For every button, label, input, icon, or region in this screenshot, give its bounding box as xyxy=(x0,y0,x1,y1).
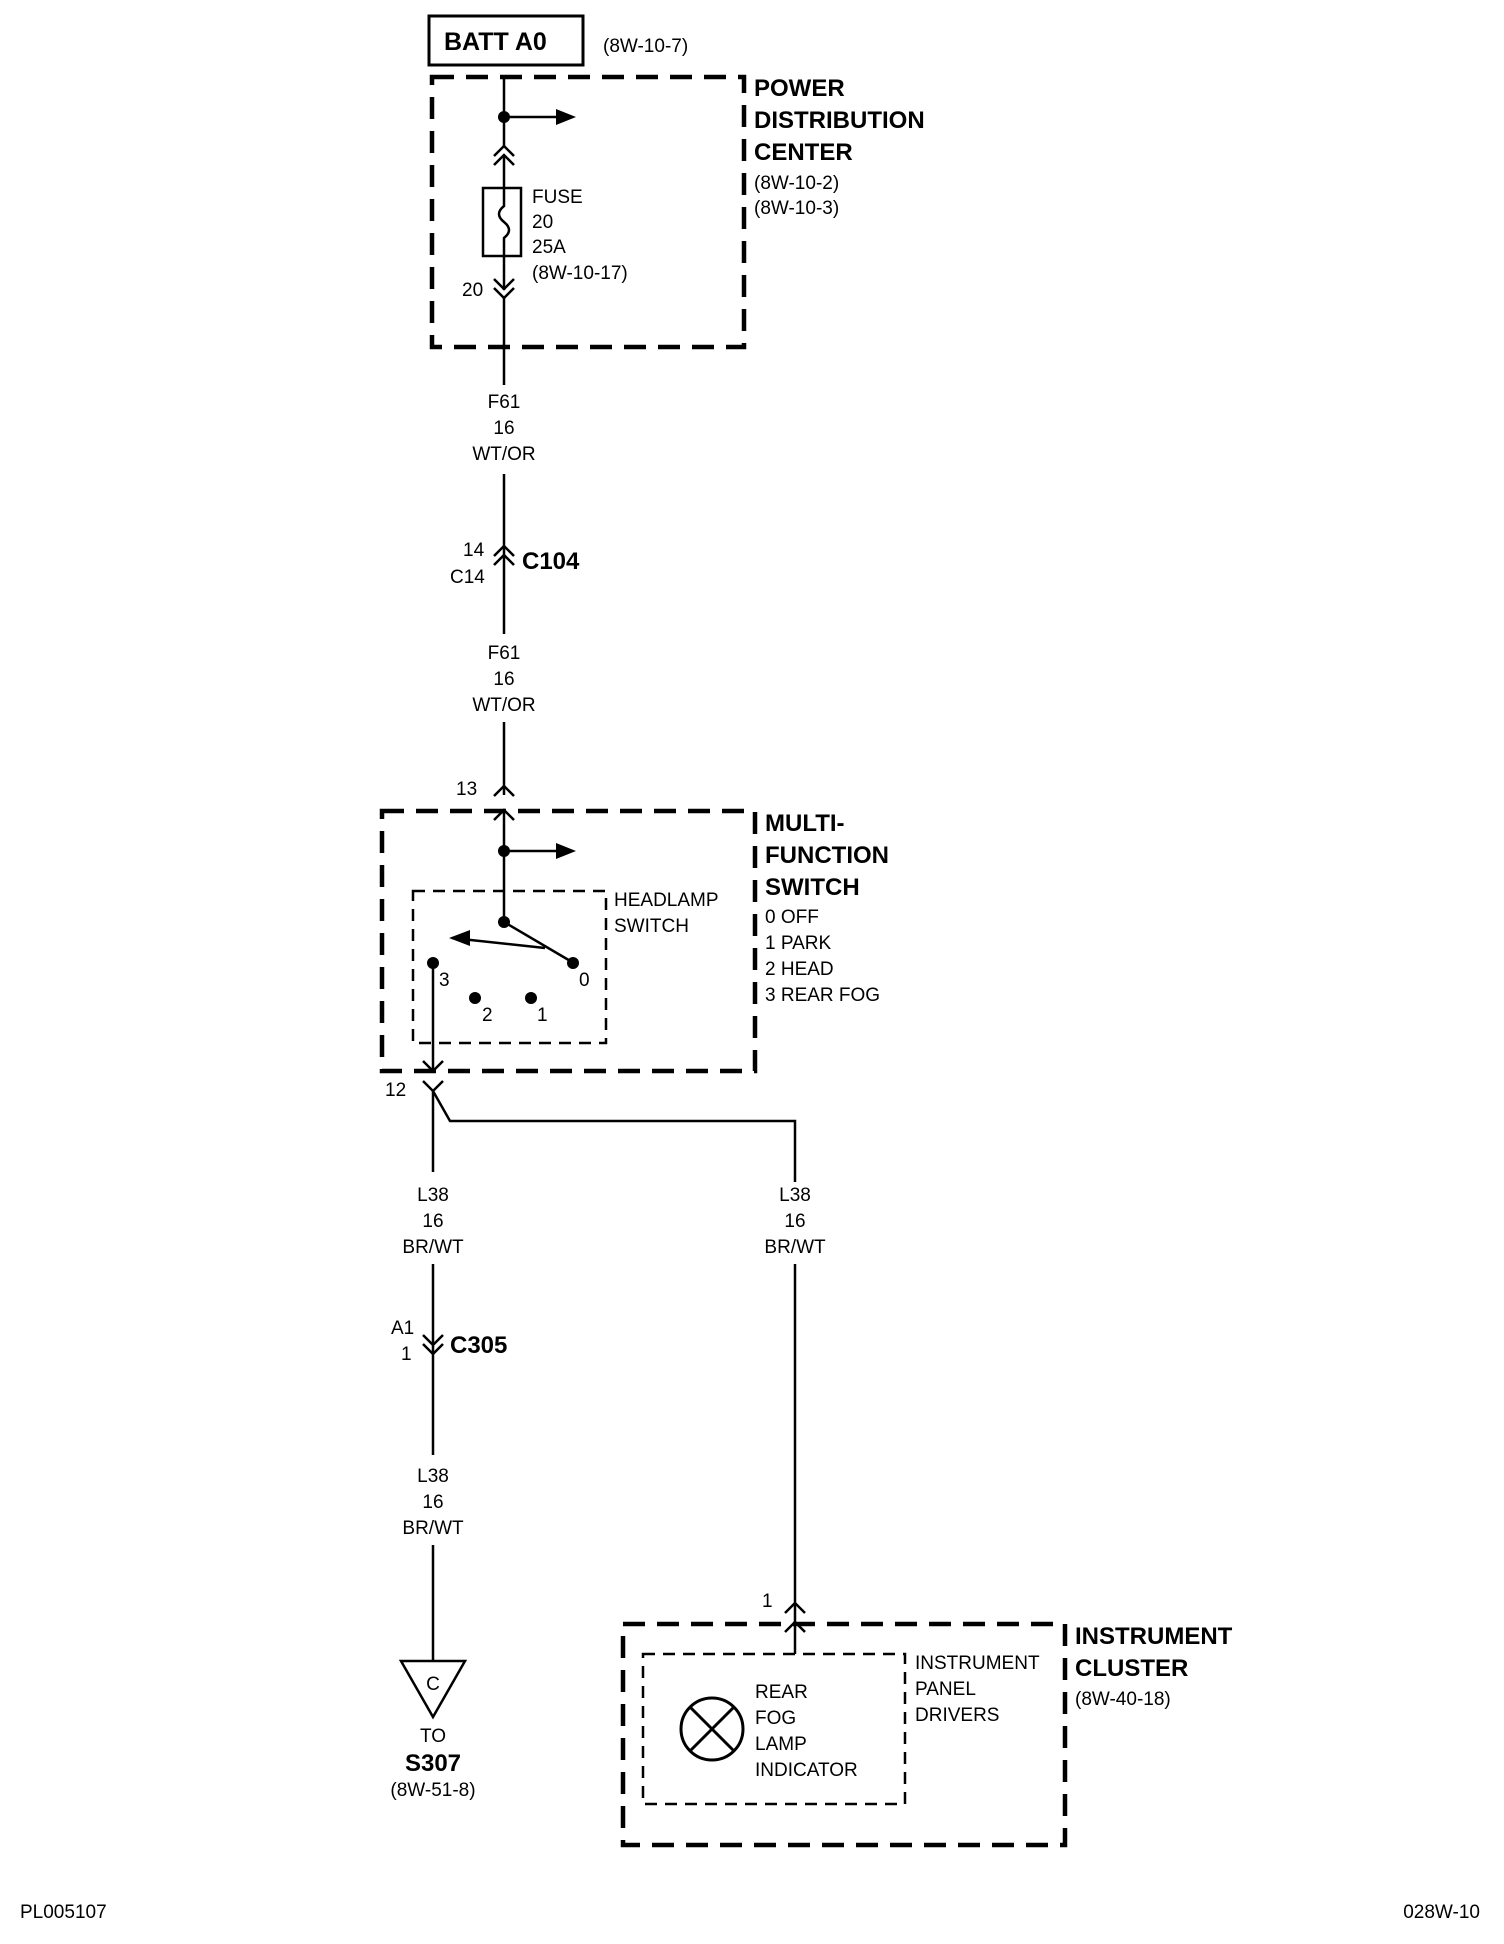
mfs-position-3: 3 REAR FOG xyxy=(765,985,880,1006)
c104-pin-a: 14 xyxy=(463,540,485,561)
mfs-position-1: 1 PARK xyxy=(765,933,832,954)
wire-color: BR/WT xyxy=(402,1237,464,1258)
c104-pin-b: C14 xyxy=(450,567,485,588)
ic-pin: 1 xyxy=(762,1591,773,1612)
multi-function-switch: MULTI- FUNCTION SWITCH 0 OFF 1 PARK 2 HE… xyxy=(379,808,889,1074)
drivers-label-2: PANEL xyxy=(915,1679,976,1700)
mfs-title-3: SWITCH xyxy=(765,874,860,901)
fuse-20: FUSE 20 25A (8W-10-17) xyxy=(481,186,628,284)
contact-0 xyxy=(567,957,579,969)
wire-gauge: 16 xyxy=(784,1211,805,1232)
wire-gauge: 16 xyxy=(493,418,514,439)
wire-label-l38-left-1: L38 16 BR/WT xyxy=(402,1185,464,1258)
pdc-title-1: POWER xyxy=(754,75,845,102)
pdc-ref-2: (8W-10-3) xyxy=(754,198,839,219)
wire-label-f61-top: F61 16 WT/OR xyxy=(472,392,535,465)
wire-l38-branch xyxy=(431,1090,797,1182)
splice-letter: C xyxy=(426,1674,440,1695)
wire-circuit: L38 xyxy=(779,1185,811,1206)
wire-label-l38-left-2: L38 16 BR/WT xyxy=(402,1466,464,1539)
connector-c104: 14 C14 C104 xyxy=(450,540,580,588)
pdc-ref-1: (8W-10-2) xyxy=(754,173,839,194)
instrument-panel-drivers: INSTRUMENT PANEL DRIVERS REAR FOG LAMP I… xyxy=(641,1652,1040,1806)
contact-1 xyxy=(525,992,537,1004)
fuse-label: FUSE xyxy=(532,187,583,208)
battery-label: BATT A0 xyxy=(444,28,547,56)
mfs-pin-out: 12 xyxy=(385,1080,406,1101)
wire-circuit: L38 xyxy=(417,1185,449,1206)
indicator-label-3: LAMP xyxy=(755,1734,807,1755)
switch-direction-icon xyxy=(449,930,470,946)
c305-pin-b: 1 xyxy=(401,1344,412,1365)
wire-color: WT/OR xyxy=(472,444,535,465)
c104-name: C104 xyxy=(522,548,580,575)
headlamp-switch: HEADLAMP SWITCH 3 2 1 0 xyxy=(411,889,719,1073)
wire-color: BR/WT xyxy=(402,1518,464,1539)
battery-feed: BATT A0 (8W-10-7) xyxy=(427,14,688,67)
splice-to: TO xyxy=(420,1726,446,1747)
drivers-label-3: DRIVERS xyxy=(915,1705,999,1726)
indicator-label-4: INDICATOR xyxy=(755,1760,858,1781)
mfs-title-2: FUNCTION xyxy=(765,842,889,869)
mfs-title-1: MULTI- xyxy=(765,810,845,837)
wire-label-l38-right: L38 16 BR/WT xyxy=(764,1185,826,1258)
splice-ref: (8W-51-8) xyxy=(390,1780,475,1801)
c305-pin-a: A1 xyxy=(391,1318,414,1339)
pdc-title-3: CENTER xyxy=(754,139,853,166)
ic-pin-chevron xyxy=(784,1601,806,1614)
battery-ref: (8W-10-7) xyxy=(603,36,688,57)
mfs-position-2: 2 HEAD xyxy=(765,959,834,980)
contact-label-1: 1 xyxy=(537,1005,548,1026)
mfs-pin-out-chevron xyxy=(422,1080,444,1093)
headlamp-label-2: SWITCH xyxy=(614,916,689,937)
footer-right-code: 028W-10 xyxy=(1403,1902,1480,1923)
wire-circuit: F61 xyxy=(488,392,521,413)
mfs-arrow-icon xyxy=(556,843,576,859)
wire-circuit: F61 xyxy=(488,643,521,664)
contact-label-2: 2 xyxy=(482,1005,493,1026)
mfs-pin-in-chevron xyxy=(493,784,515,797)
wire-gauge: 16 xyxy=(493,669,514,690)
wire-circuit: L38 xyxy=(417,1466,449,1487)
connector-c305: A1 1 C305 xyxy=(391,1318,507,1365)
headlamp-label-1: HEADLAMP xyxy=(614,890,719,911)
fuse-number: 20 xyxy=(532,212,553,233)
splice-s307: C TO S307 (8W-51-8) xyxy=(390,1659,476,1801)
mfs-position-0: 0 OFF xyxy=(765,907,819,928)
contact-label-3: 3 xyxy=(439,970,450,991)
pdc-title-2: DISTRIBUTION xyxy=(754,107,925,134)
fuse-ref: (8W-10-17) xyxy=(532,263,628,284)
indicator-label-1: REAR xyxy=(755,1682,808,1703)
ic-ref: (8W-40-18) xyxy=(1075,1689,1171,1710)
footer-left-code: PL005107 xyxy=(20,1902,107,1923)
wire-color: BR/WT xyxy=(764,1237,826,1258)
wire-gauge: 16 xyxy=(422,1211,443,1232)
wire-label-f61-mid: F61 16 WT/OR xyxy=(472,643,535,716)
pdc-pin: 20 xyxy=(462,280,483,301)
splice-triangle-icon xyxy=(398,1659,468,1720)
pdc-arrow-icon xyxy=(556,109,576,125)
fuse-icon xyxy=(481,186,523,258)
ic-title-2: CLUSTER xyxy=(1075,1655,1188,1682)
wire-color: WT/OR xyxy=(472,695,535,716)
contact-label-0: 0 xyxy=(579,970,590,991)
wire-gauge: 16 xyxy=(422,1492,443,1513)
splice-name: S307 xyxy=(405,1750,461,1777)
indicator-label-2: FOG xyxy=(755,1708,796,1729)
fuse-rating: 25A xyxy=(532,237,566,258)
ic-title-1: INSTRUMENT xyxy=(1075,1623,1233,1650)
power-distribution-center: POWER DISTRIBUTION CENTER (8W-10-2) (8W-… xyxy=(429,74,925,350)
c305-name: C305 xyxy=(450,1332,507,1359)
contact-2 xyxy=(469,992,481,1004)
lamp-indicator-icon xyxy=(679,1696,745,1762)
instrument-cluster: INSTRUMENT CLUSTER (8W-40-18) INSTRUMENT… xyxy=(620,1620,1233,1848)
mfs-pin-in: 13 xyxy=(456,779,477,800)
drivers-label-1: INSTRUMENT xyxy=(915,1653,1040,1674)
switch-blade xyxy=(503,920,573,964)
